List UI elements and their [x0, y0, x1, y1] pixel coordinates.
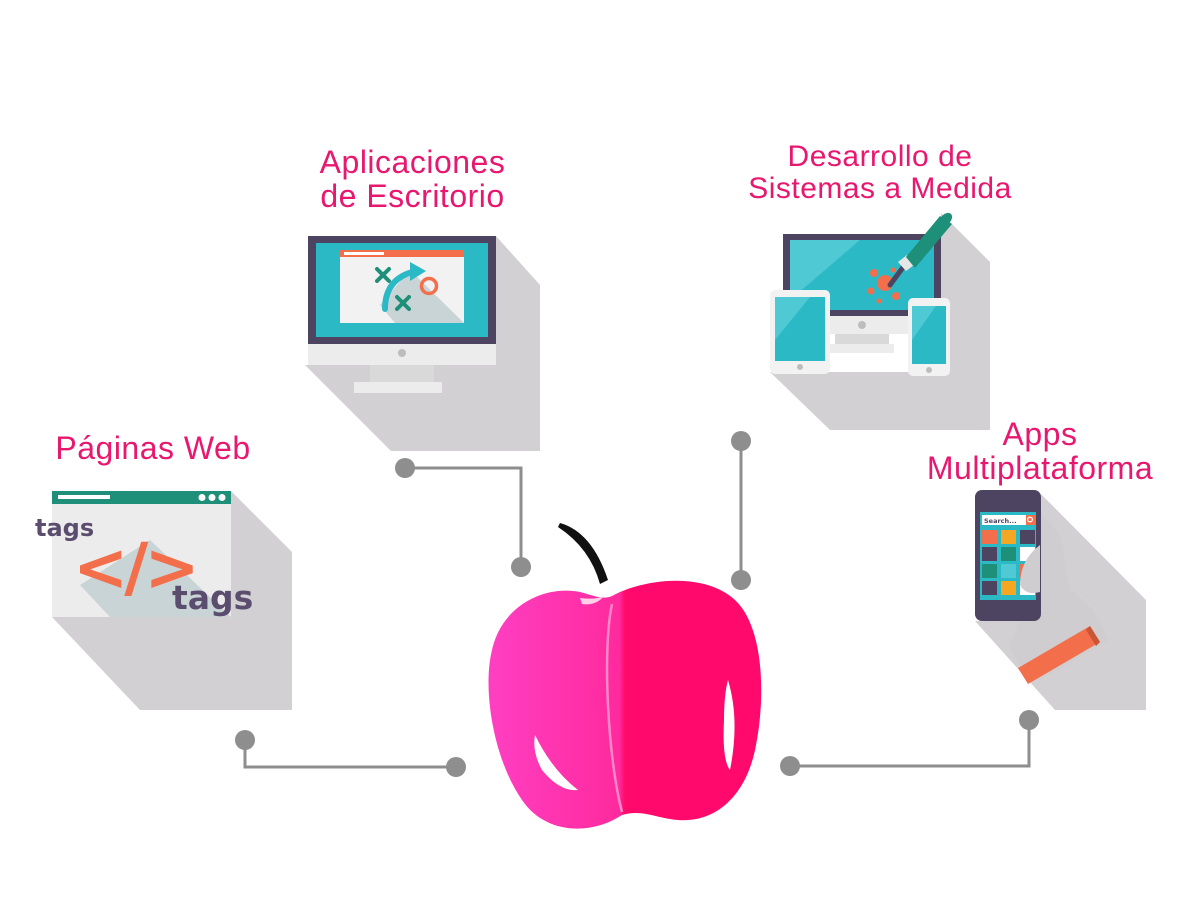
tag-bottom: tags [172, 578, 253, 617]
monitor-power-icon [398, 349, 406, 357]
search-bar [982, 515, 1026, 525]
label-apps-line1: Apps [1002, 416, 1078, 452]
browser-address-bar [58, 495, 110, 499]
search-placeholder: Search... [984, 517, 1017, 525]
apple-fold [605, 603, 624, 813]
browser-button-icon [198, 494, 206, 501]
monitor-neck [370, 365, 434, 382]
monitor-power-icon [858, 321, 866, 329]
long-shadow [52, 491, 292, 710]
tablet-shine [775, 297, 810, 340]
browser-window-icon: tags </> tags [35, 491, 292, 710]
label-custom-systems: Desarrollo de Sistemas a Medida [735, 141, 1025, 205]
code-symbol: </> [73, 529, 196, 606]
connector-dot [446, 757, 466, 777]
connector-dot [731, 570, 751, 590]
connector-dot [511, 557, 531, 577]
search-button [1026, 515, 1035, 525]
connector-dot [780, 756, 800, 776]
connector-dot [731, 431, 751, 451]
paint-splash [867, 267, 900, 304]
monitor-base [820, 344, 894, 353]
phone-shine [912, 306, 936, 340]
phone-button [926, 367, 932, 373]
desktop-monitor-icon [305, 236, 540, 451]
connector-dot [395, 458, 415, 478]
connector-dots [235, 431, 1039, 777]
apple-body [488, 580, 762, 829]
label-desktop-apps: Aplicaciones de Escritorio [300, 145, 525, 213]
connector-dot [235, 730, 255, 750]
arrow-head [410, 262, 426, 281]
monitor-base [354, 382, 442, 393]
app-window-shadow [380, 270, 464, 323]
app-window-title [344, 252, 384, 255]
browser-button-icon [218, 494, 226, 501]
sleeve-cuff [1018, 626, 1100, 684]
apple-highlight [580, 596, 604, 605]
search-icon [1026, 516, 1033, 523]
label-apps: Apps Multiplataforma [905, 417, 1175, 485]
label-web-pages-text: Páginas Web [55, 430, 251, 466]
apple-highlight [723, 680, 735, 770]
apple-highlight [534, 735, 578, 791]
label-apps-line2: Multiplataforma [926, 450, 1154, 486]
label-desktop-line2: de Escritorio [320, 178, 505, 214]
apple-icon [488, 523, 762, 829]
browser-titlebar [52, 491, 231, 504]
tablet-button [797, 364, 803, 370]
circle-mark [419, 276, 439, 296]
tag-top: tags [35, 514, 94, 542]
browser-button-icon [208, 494, 216, 501]
app-window-titlebar [340, 250, 464, 257]
screen-shine [790, 240, 860, 300]
long-shadow [305, 236, 540, 451]
apple-stem [558, 523, 608, 584]
label-web-pages: Páginas Web [48, 431, 258, 465]
smartphone-hand-icon: Search... [975, 490, 1146, 710]
connector-apps [790, 720, 1031, 768]
label-custom-line1: Desarrollo de [787, 140, 973, 173]
paintbrush-icon [887, 212, 953, 288]
connector-web [243, 740, 456, 769]
connector-desktop [405, 466, 523, 567]
monitor-neck [835, 334, 889, 344]
browser-inner-shadow [80, 540, 231, 617]
thumb [1020, 545, 1040, 594]
label-desktop-line1: Aplicaciones [319, 144, 506, 180]
connector-dot [1019, 710, 1039, 730]
label-custom-line2: Sistemas a Medida [748, 172, 1012, 205]
responsive-devices-icon [770, 212, 990, 430]
